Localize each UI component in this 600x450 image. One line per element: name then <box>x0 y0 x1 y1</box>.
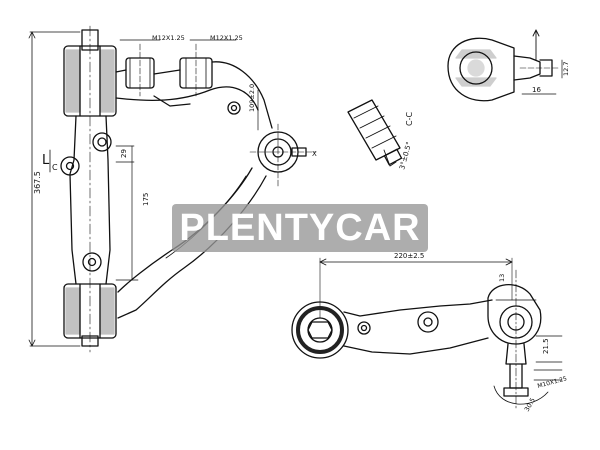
offset-dimension-label: 29 <box>120 149 128 158</box>
thread-mini-label: M10X1.25 <box>537 375 568 390</box>
arm-bottom-label: 30.5 <box>523 396 537 413</box>
thread-label-right: M12X1.25 <box>210 34 243 42</box>
thread-label-left: M12X1.25 <box>152 34 185 42</box>
width-dimension-label: 109±2.0 <box>248 84 256 112</box>
boss-dimension-label: 13 <box>498 274 506 282</box>
section-bolt-detail <box>347 99 403 167</box>
arm-width-label: 220±2.5 <box>394 252 424 260</box>
ball-joint-section-view <box>447 29 563 102</box>
ball-dimension-a-label: 12.7 <box>562 62 570 76</box>
x-mark-label: X <box>312 150 317 158</box>
upper-control-arm-top-view <box>28 25 317 353</box>
lower-arm-side-view <box>291 257 563 411</box>
arm-offset-label: 21.5 <box>542 338 550 354</box>
total-length-label: 367.5 <box>33 171 42 194</box>
watermark-text: PLENTYCAR <box>179 207 421 249</box>
section-mark-label: C-C <box>405 112 414 126</box>
watermark-background <box>172 204 428 252</box>
length-marker-sub-label: C <box>52 163 58 172</box>
ball-dimension-b-label: 16 <box>532 86 541 94</box>
length-marker-label: L <box>42 153 50 168</box>
mid-length-label: 175 <box>142 193 150 206</box>
